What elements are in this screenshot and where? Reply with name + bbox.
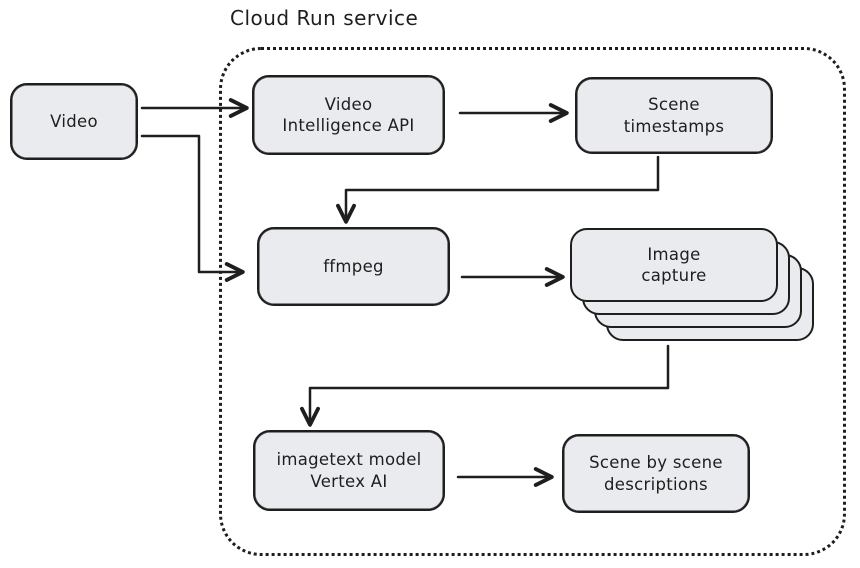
node-scene-timestamps: Scene timestamps (575, 77, 773, 154)
node-scene-by-scene-descriptions: Scene by scene descriptions (562, 434, 750, 513)
group-title: Cloud Run service (230, 6, 419, 30)
node-image-capture: Image capture (570, 228, 778, 302)
cloud-run-service-group (219, 47, 846, 556)
node-video-intelligence-api: Video Intelligence API (252, 75, 445, 155)
node-ffmpeg: ffmpeg (257, 227, 450, 306)
node-video: Video (10, 83, 138, 160)
node-image-capture-stack: Image capture (570, 228, 816, 343)
node-imagetext-model-vertex-ai: imagetext model Vertex AI (253, 430, 445, 511)
